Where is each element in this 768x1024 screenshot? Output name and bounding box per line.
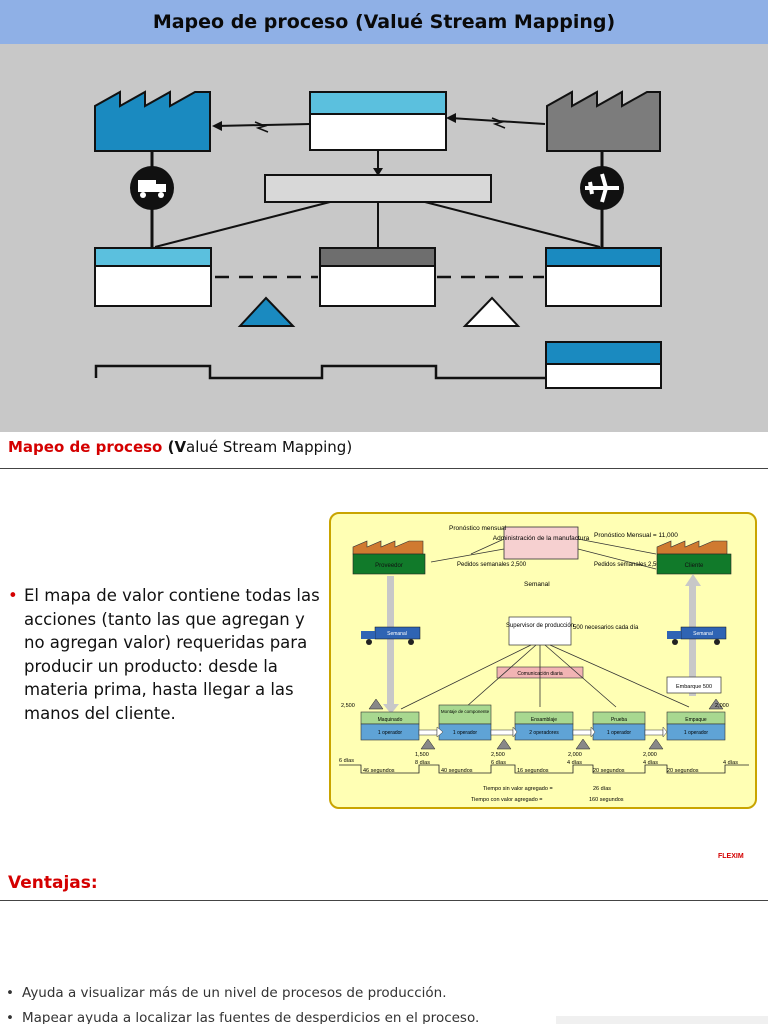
nva-label: Tiempo sin valor agregado = (483, 786, 553, 792)
bullet-dot: • (6, 1010, 14, 1024)
process-prueba: Prueba 1 operador (592, 711, 646, 741)
svg-text:2 operadores: 2 operadores (529, 730, 559, 736)
seconds-label: 20 segundos (667, 768, 699, 774)
main-bullet-text: El mapa de valor contiene todas las acci… (24, 586, 320, 723)
nva-value: 26 días (593, 786, 611, 792)
process-maquinado: Maquinado 1 operador (360, 711, 420, 741)
client-label: Cliente (685, 563, 704, 569)
seconds-label: 20 segundos (593, 768, 625, 774)
advantage-item: • Ayuda a visualizar más de un nivel de … (6, 985, 447, 1001)
inv-left-label: 2,500 (341, 703, 355, 709)
forecast-monthly-label: Pronóstico mensual (449, 525, 507, 532)
truck-left-label: Semanal (387, 631, 407, 637)
truck-right-icon: Semanal (667, 626, 727, 645)
supervisor-label: Supervisor de producción (506, 623, 574, 629)
svg-text:Prueba: Prueba (611, 717, 627, 723)
slide-title: Mapeo de proceso (Valué Stream Mapping) (152, 11, 616, 33)
supplier-label: Proveedor (375, 563, 403, 569)
client-factory-icon: Cliente (656, 540, 732, 575)
truck-icon (130, 166, 174, 210)
svg-text:Montaje de componente: Montaje de componente (441, 709, 490, 714)
truck-right-label: Semanal (693, 631, 713, 637)
corner-image (556, 1016, 768, 1024)
inv-right-label: 2,000 (715, 703, 729, 709)
schedule-bar-icon (264, 174, 492, 203)
days-label: 8 días (415, 760, 430, 766)
bullet-dot: • (8, 586, 18, 605)
svg-text:1 operador: 1 operador (607, 730, 632, 736)
weekly-center-label: Semanal (524, 581, 550, 588)
divider (0, 468, 768, 469)
days-label: 4 días (567, 760, 582, 766)
example-vsm-map: Administración de la manufactura Pronóst… (329, 512, 757, 809)
timeline-icon (94, 364, 546, 380)
shipping-label: Embarque 500 (676, 684, 712, 690)
days-label: 4 días (643, 760, 658, 766)
days-label: 6 días (491, 760, 506, 766)
process-box-icon (319, 247, 436, 307)
example-vsm-svg: Administración de la manufactura Pronóst… (339, 525, 749, 803)
svg-text:1 operador: 1 operador (378, 730, 403, 736)
supplier-factory-icon: Proveedor (352, 540, 426, 575)
production-control-box-icon (309, 91, 447, 151)
inventory-label: 2,500 (491, 752, 505, 758)
inventory-label: 2,000 (643, 752, 657, 758)
data-box-icon (545, 341, 662, 389)
process-ensamblaje: Ensamblaje 2 operadores (514, 711, 574, 741)
days-label: 6 días (339, 758, 354, 764)
truck-left-icon: Semanal (361, 626, 421, 645)
svg-text:1 operador: 1 operador (453, 730, 478, 736)
supplier-factory-icon (94, 90, 211, 152)
advantage-text: Mapear ayuda a localizar las fuentes de … (22, 1010, 480, 1024)
divider (0, 900, 768, 901)
svg-text:1 operador: 1 operador (684, 730, 709, 736)
orders-right-label: Pedidos semanales 2,500 (594, 562, 664, 568)
svg-text:Maquinado: Maquinado (378, 717, 403, 723)
process-box-icon (94, 247, 212, 307)
seconds-label: 40 segundos (441, 768, 473, 774)
svg-text:Ensamblaje: Ensamblaje (531, 717, 557, 723)
va-value: 160 segundos (589, 797, 624, 803)
ventajas-heading: Ventajas: (8, 873, 98, 893)
subtitle-open: ( (162, 438, 175, 456)
va-label: Tiempo con valor agregado = (471, 797, 543, 803)
svg-text:Empaque: Empaque (685, 717, 707, 723)
brand-logo-text: FLEXIM (718, 853, 744, 860)
slide-header: Mapeo de proceso (Valué Stream Mapping) (0, 0, 768, 44)
needed-label: 500 necesarios cada día (573, 625, 639, 631)
advantage-text: Ayuda a visualizar más de un nivel de pr… (22, 985, 447, 1001)
admin-label: Administración de la manufactura (493, 535, 590, 542)
process-box-icon (545, 247, 662, 307)
inventory-label: 1,500 (415, 752, 429, 758)
subtitle-red: Mapeo de proceso (8, 438, 163, 456)
inventory-triangle-icon (462, 296, 521, 327)
subtitle-v: V (174, 438, 187, 456)
customer-factory-icon (546, 90, 661, 152)
subtitle-rest: alué Stream Mapping) (186, 438, 353, 456)
seconds-label: 16 segundos (517, 768, 549, 774)
timeline-icon (339, 764, 749, 774)
section-subtitle: Mapeo de proceso (Valué Stream Mapping) (8, 438, 352, 456)
forecast-client-label: Pronóstico Mensual = 11,000 (594, 532, 678, 539)
orders-left-label: Pedidos semanales 2,500 (457, 562, 527, 568)
inventory-triangle-icon (237, 296, 296, 327)
advantage-item: • Mapear ayuda a localizar las fuentes d… (6, 1010, 479, 1024)
airplane-icon (580, 166, 624, 210)
process-empaque: Empaque 1 operador (666, 711, 726, 741)
bullet-dot: • (6, 985, 14, 1001)
process-montaje: Montaje de componente 1 operador (438, 704, 492, 741)
vsm-icons-figure (0, 44, 768, 432)
seconds-label: 46 segundos (363, 768, 395, 774)
main-bullet: • El mapa de valor contiene todas las ac… (8, 584, 320, 725)
inventory-label: 2,000 (568, 752, 582, 758)
days-label: 4 días (723, 760, 738, 766)
